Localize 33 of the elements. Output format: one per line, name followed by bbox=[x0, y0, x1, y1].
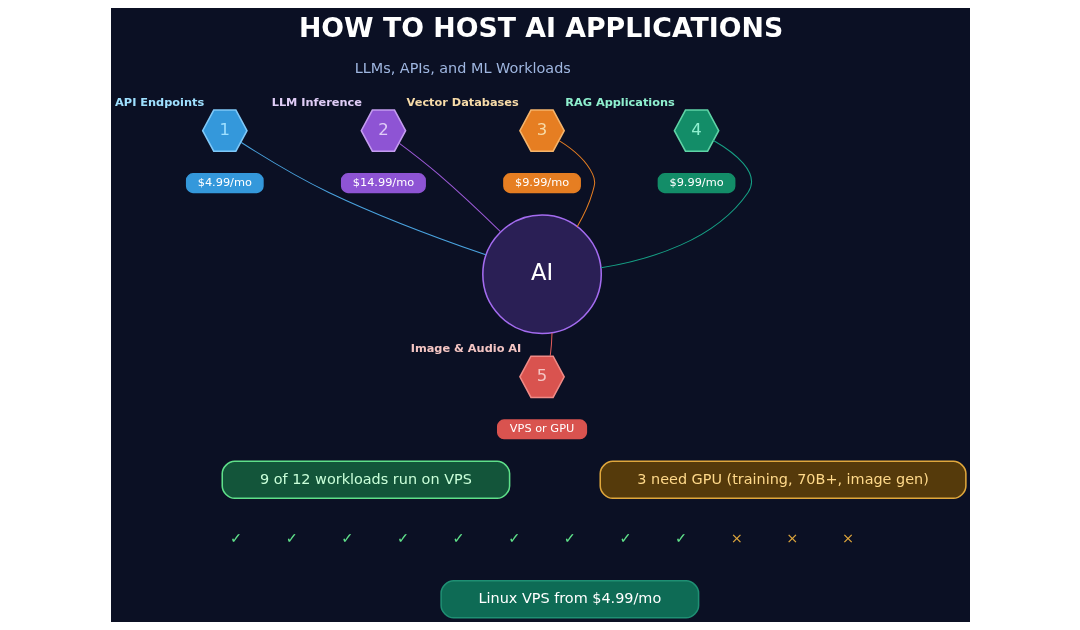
node-box: $9.99/mo bbox=[502, 173, 581, 194]
label: ✓ bbox=[507, 530, 520, 547]
diagram-title: HOW TO HOST AI APPLICATIONS bbox=[298, 11, 783, 43]
node-circle: AI bbox=[481, 214, 602, 335]
connector bbox=[398, 142, 501, 233]
connector bbox=[239, 141, 486, 256]
label: ✓ bbox=[563, 530, 576, 547]
connector bbox=[549, 332, 552, 357]
label: × bbox=[730, 530, 743, 547]
node-box: $4.99/mo bbox=[185, 173, 264, 194]
node-box: $14.99/mo bbox=[340, 173, 426, 194]
node-label: Image & Audio AI bbox=[410, 340, 521, 355]
label: ✓ bbox=[285, 530, 298, 547]
connector bbox=[600, 139, 752, 269]
label: LLMs, APIs, and ML Workloads bbox=[354, 59, 571, 76]
label: ✓ bbox=[229, 530, 242, 547]
label: × bbox=[841, 530, 854, 547]
label: ✓ bbox=[674, 530, 687, 547]
node-box: Linux VPS from $4.99/mo bbox=[439, 579, 699, 619]
connector bbox=[558, 140, 595, 228]
label: ✓ bbox=[396, 530, 409, 547]
label: × bbox=[785, 530, 798, 547]
node-label: API Endpoints bbox=[114, 94, 204, 109]
label: ✓ bbox=[340, 530, 353, 547]
node-label: LLM Inference bbox=[271, 94, 362, 109]
node-box: 3 need GPU (training, 70B+, image gen) bbox=[598, 460, 967, 500]
node-box: 9 of 12 workloads run on VPS bbox=[220, 460, 510, 500]
node-box: $9.99/mo bbox=[657, 173, 735, 194]
label: ✓ bbox=[618, 530, 632, 547]
node-box: VPS or GPU bbox=[496, 419, 587, 440]
label: ✓ bbox=[452, 530, 465, 547]
node-label: Vector Databases bbox=[406, 94, 519, 109]
node-label: RAG Applications bbox=[564, 94, 675, 109]
